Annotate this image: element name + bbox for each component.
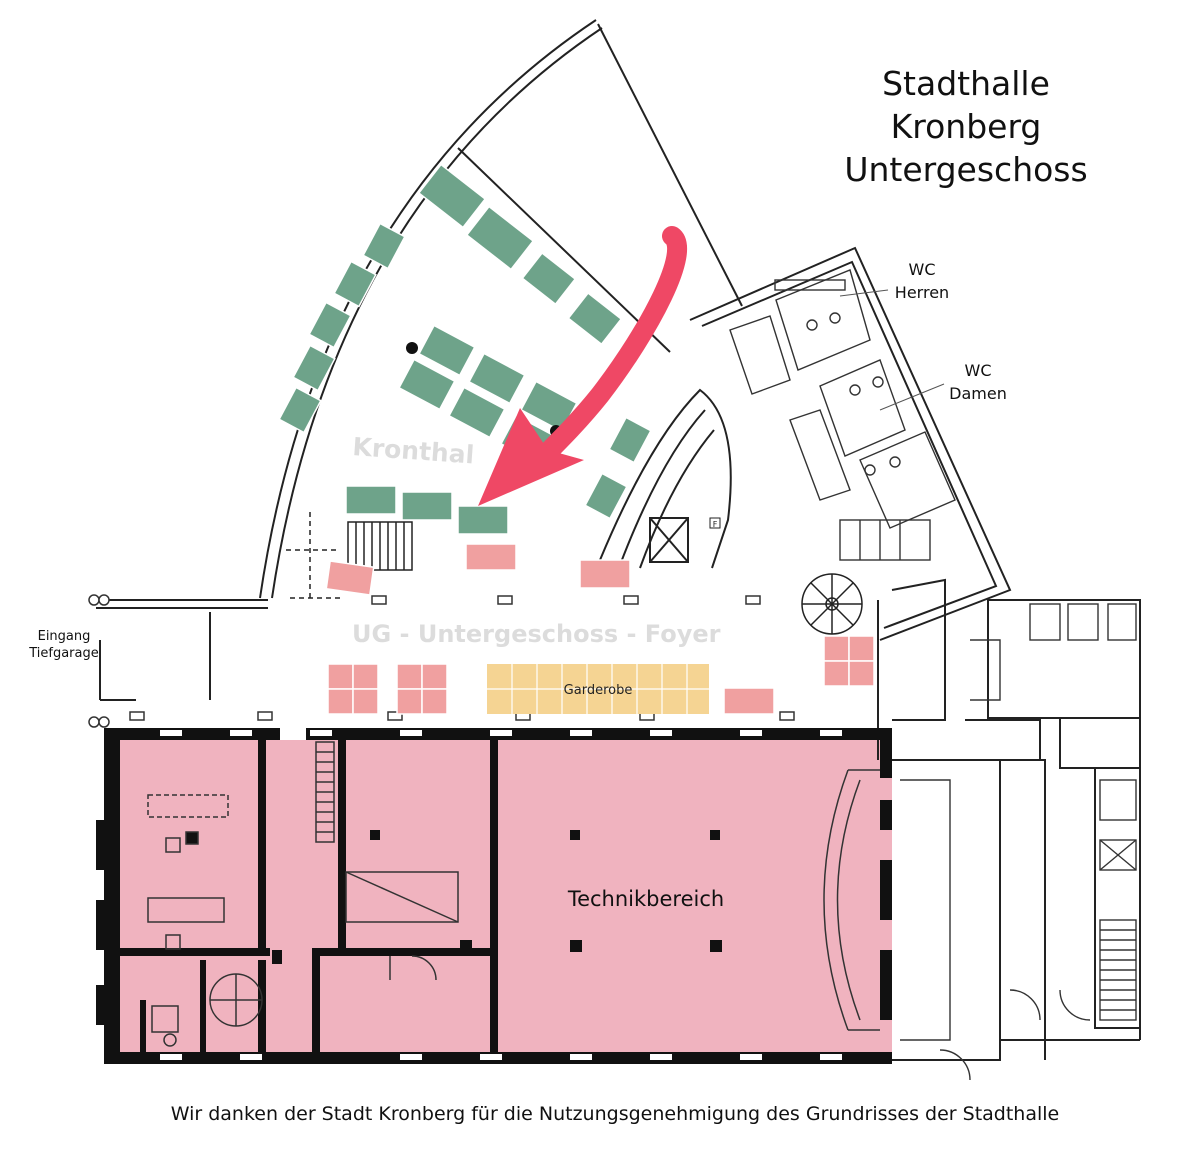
direction-arrow-icon: [478, 226, 687, 506]
wc-herren-line2: Herren: [895, 283, 949, 302]
right-stair: [900, 779, 1091, 1081]
kronthal-label: Kronthal: [352, 432, 476, 469]
technik-details: [147, 741, 880, 1047]
wc-herren-line1: WC: [909, 260, 936, 279]
pink-tables: [325, 543, 875, 715]
green-tables: [278, 163, 652, 535]
foyer-label: UG - Untergeschoss - Foyer: [352, 620, 721, 648]
garderobe-counter: [487, 664, 709, 714]
window-openings: [160, 728, 842, 1060]
wc-damen-line2: Damen: [949, 384, 1007, 403]
foyer-markers: [88, 594, 795, 728]
title-line-2: Kronberg: [891, 107, 1042, 146]
eingang-line2: Tiefgarage: [28, 646, 99, 661]
technik-area: [120, 740, 892, 1058]
lift-mark: F: [713, 520, 718, 529]
annex-fixtures: [970, 603, 1137, 1021]
wc-damen-line1: WC: [965, 361, 992, 380]
title-line-1: Stadthalle: [882, 64, 1050, 103]
technik-label: Technikbereich: [567, 887, 724, 911]
spiral-stair: [801, 573, 863, 635]
eingang-line1: Eingang: [38, 629, 91, 644]
garderobe-label: Garderobe: [564, 683, 633, 698]
stair-kronthal: [286, 512, 413, 599]
wc-cubicles: [729, 269, 956, 561]
title-line-3: Untergeschoss: [844, 150, 1087, 189]
stage-wall: [599, 388, 732, 569]
footer-credit: Wir danken der Stadt Kronberg für die Nu…: [171, 1103, 1060, 1125]
